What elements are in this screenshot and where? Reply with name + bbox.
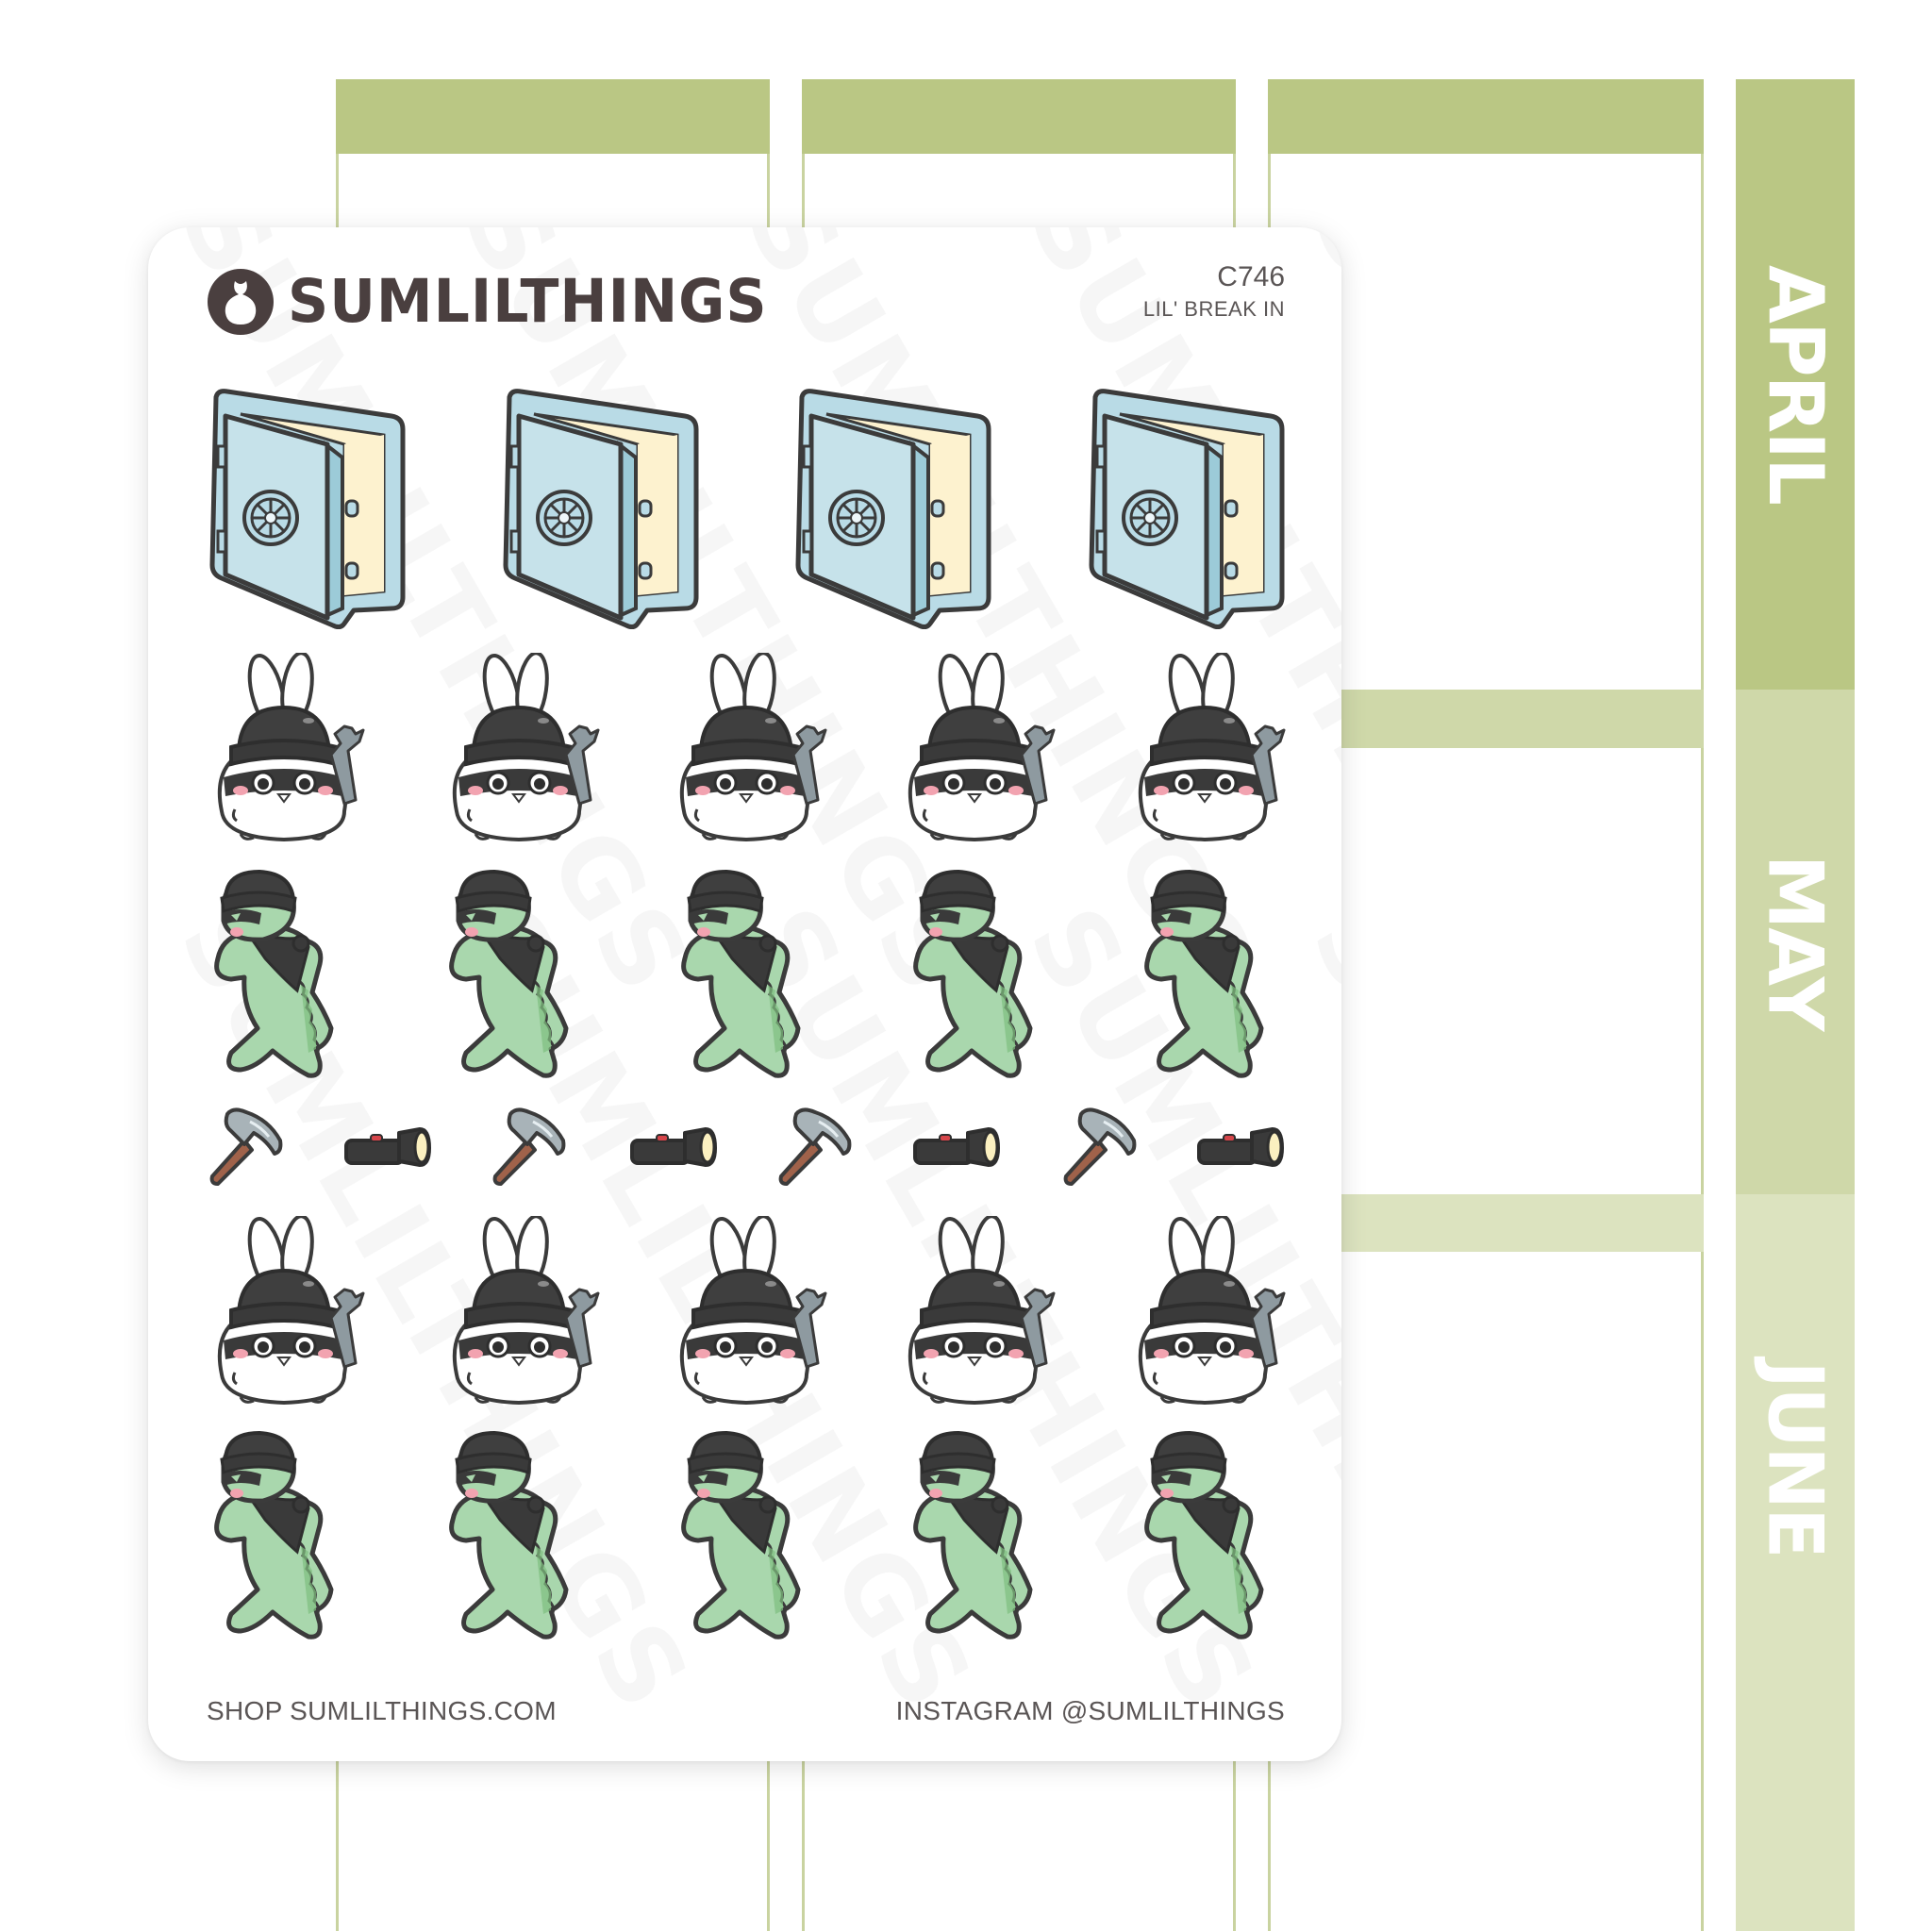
open-safe-icon[interactable]: [1082, 388, 1288, 629]
dino-burglar-icon[interactable]: [670, 868, 821, 1080]
instagram-handle[interactable]: INSTAGRAM @SUMLILTHINGS: [895, 1696, 1285, 1725]
bunny-burglar-icon[interactable]: [203, 1216, 373, 1409]
month-tab-june[interactable]: JUNE: [1736, 1194, 1855, 1931]
hammer-icon[interactable]: [203, 1103, 288, 1188]
product-info: C746 LIL' BREAK IN: [1143, 261, 1285, 322]
bunny-burglar-icon[interactable]: [665, 1216, 835, 1409]
bunny-burglar-icon[interactable]: [438, 1216, 608, 1409]
sticker-sheet: SUMLILTHINGS SUMLILTHINGS SUMLILTHINGS S…: [148, 227, 1341, 1761]
dino-burglar-icon[interactable]: [438, 868, 589, 1080]
open-safe-icon[interactable]: [203, 388, 408, 629]
bunny-burglar-icon[interactable]: [1124, 1216, 1293, 1409]
bunny-burglar-icon[interactable]: [893, 1216, 1063, 1409]
brand-name: SUMLILTHINGS: [288, 267, 768, 337]
hammer-icon[interactable]: [772, 1103, 857, 1188]
month-tab-may[interactable]: MAY: [1736, 690, 1855, 1194]
column-1-header-band: [336, 79, 770, 154]
column-3-header-band: [1268, 79, 1704, 154]
bunny-burglar-icon[interactable]: [1124, 653, 1293, 846]
dino-burglar-icon[interactable]: [438, 1429, 589, 1641]
bunny-burglar-icon[interactable]: [665, 653, 835, 846]
bunny-burglar-icon[interactable]: [893, 653, 1063, 846]
flashlight-icon[interactable]: [628, 1124, 719, 1171]
product-code: C746: [1217, 261, 1285, 292]
flashlight-icon[interactable]: [911, 1124, 1002, 1171]
dino-burglar-icon[interactable]: [670, 1429, 821, 1641]
month-label-april: APRIL: [1751, 265, 1840, 504]
bunny-burglar-icon[interactable]: [438, 653, 608, 846]
hammer-icon[interactable]: [486, 1103, 571, 1188]
flashlight-icon[interactable]: [342, 1124, 433, 1171]
hammer-icon[interactable]: [1057, 1103, 1141, 1188]
dino-burglar-icon[interactable]: [203, 1429, 354, 1641]
dino-burglar-icon[interactable]: [902, 868, 1053, 1080]
dino-burglar-icon[interactable]: [203, 868, 354, 1080]
dino-burglar-icon[interactable]: [1133, 1429, 1284, 1641]
month-tab-april[interactable]: APRIL: [1736, 79, 1855, 690]
flashlight-icon[interactable]: [1195, 1124, 1286, 1171]
dino-burglar-icon[interactable]: [902, 1429, 1053, 1641]
product-title: LIL' BREAK IN: [1142, 297, 1285, 321]
month-label-june: JUNE: [1751, 1359, 1840, 1557]
brand-logo: SUMLILTHINGS: [207, 267, 768, 337]
shop-link[interactable]: SHOP SUMLILTHINGS.COM: [207, 1696, 557, 1725]
bunny-logo-icon: [208, 269, 274, 335]
month-label-may: MAY: [1751, 854, 1840, 1030]
column-2-header-band: [802, 79, 1236, 154]
open-safe-icon[interactable]: [496, 388, 702, 629]
open-safe-icon[interactable]: [789, 388, 994, 629]
dino-burglar-icon[interactable]: [1133, 868, 1284, 1080]
bunny-burglar-icon[interactable]: [203, 653, 373, 846]
